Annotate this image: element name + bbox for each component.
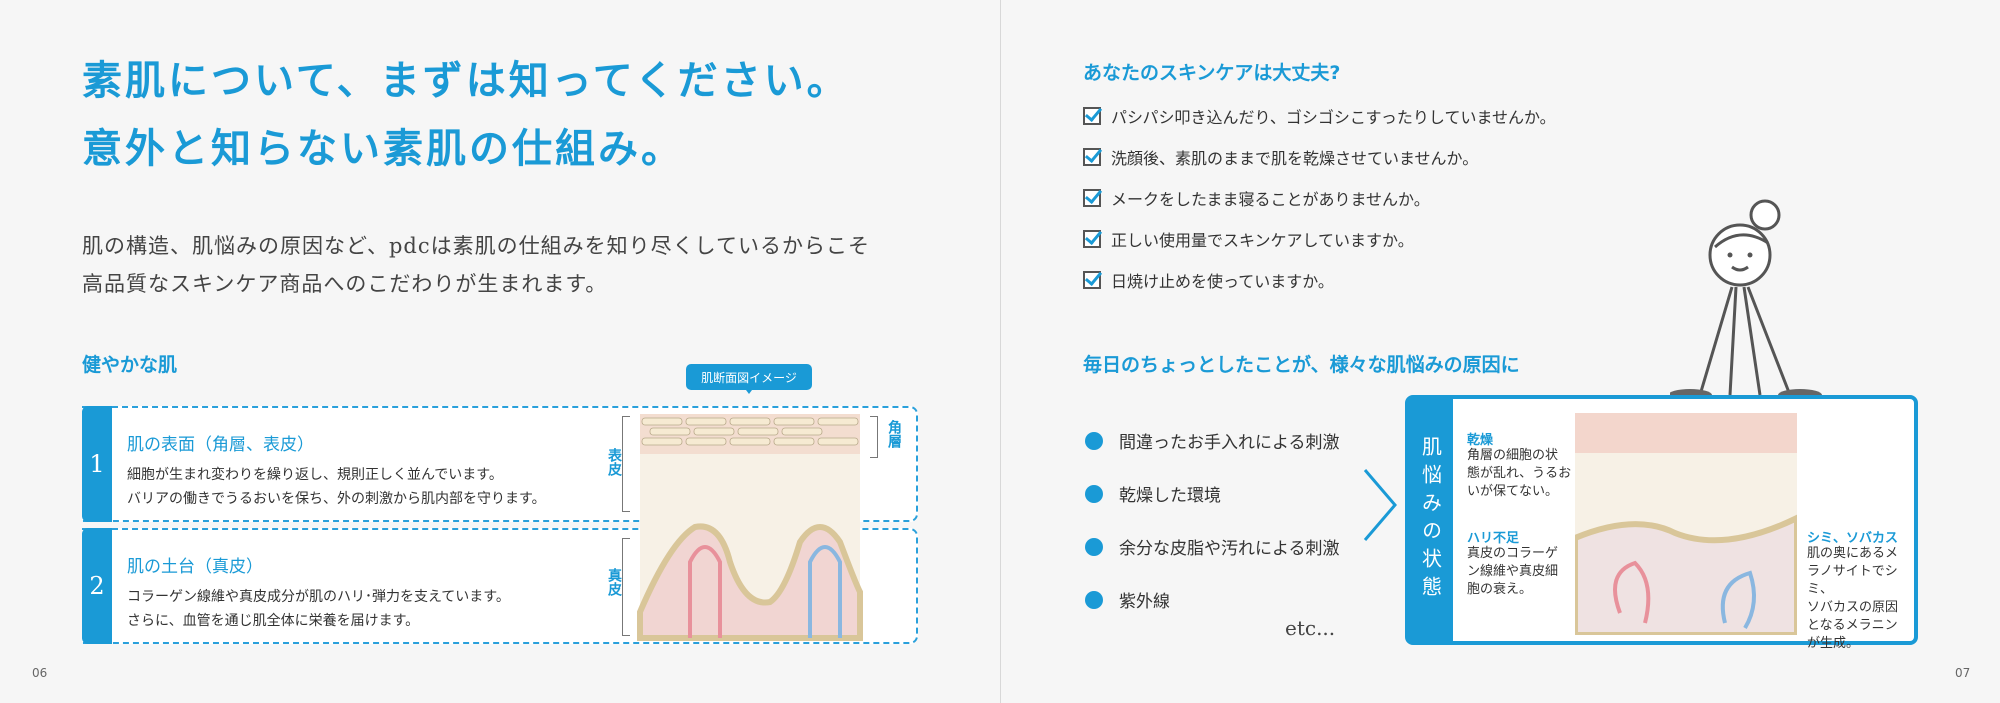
state-heading: ハリ不足	[1467, 531, 1520, 546]
problem-skin-illustration	[1575, 413, 1797, 635]
cause-item: 間違ったお手入れによる刺激	[1085, 428, 1340, 453]
page-number: 07	[1955, 666, 1971, 680]
page-title-line-1: 素肌について、まずは知ってください。	[82, 58, 850, 104]
bracket	[870, 416, 878, 458]
checklist-item: メークをしたまま寝ることがありませんか。	[1083, 186, 1430, 210]
diagram-label: 肌断面図イメージ	[686, 364, 812, 394]
checklist-item: 洗顔後、素肌のままで肌を乾燥させていませんか。	[1083, 145, 1478, 169]
state-text: 角層の細胞の状態が乱れ、うるおいが保てない。	[1467, 448, 1572, 499]
page-title-line-2: 意外と知らない素肌の仕組み。	[82, 126, 684, 172]
item-number: 1	[82, 406, 112, 522]
bullet-icon	[1085, 537, 1103, 556]
item-text: さらに、血管を通じ肌全体に栄養を届けます。	[127, 613, 420, 629]
etc-text: etc...	[1285, 616, 1336, 640]
checkbox-checked-icon	[1083, 107, 1101, 125]
character-illustration	[1670, 199, 1822, 400]
state-text: 肌の奥にあるメラノサイトでシミ、ソバカスの原因となるメラニンが生成。	[1807, 546, 1899, 651]
label-dermis: 真皮	[606, 568, 622, 596]
checklist-item: 日焼け止めを使っていますか。	[1083, 268, 1334, 292]
checkbox-checked-icon	[1083, 148, 1101, 166]
lead-line-1: 肌の構造、肌悩みの原因など、pdcは素肌の仕組みを知り尽くしているからこそ	[82, 234, 870, 258]
item-heading: 肌の土台（真皮）	[127, 557, 263, 577]
state-heading: 乾燥	[1467, 433, 1494, 448]
bullet-icon	[1085, 590, 1103, 609]
skin-problem-box: 肌悩みの状態 乾燥 角層の細胞の状態が乱れ、うるおいが保てない。 ハリ不足 真皮…	[1405, 395, 1918, 651]
label-stratum-corneum: 角層	[886, 420, 902, 448]
chevron-right-icon	[1363, 469, 1397, 541]
item-number: 2	[82, 528, 112, 644]
page-spine	[1000, 0, 1001, 703]
causes-heading: 毎日のちょっとしたことが、様々な肌悩みの原因に	[1083, 354, 1520, 376]
checklist-heading: あなたのスキンケアは大丈夫?	[1083, 62, 1341, 84]
skin-cross-section-illustration	[637, 414, 863, 641]
cause-item: 乾燥した環境	[1085, 481, 1221, 506]
lead-line-2: 高品質なスキンケア商品へのこだわりが生まれます。	[82, 272, 608, 296]
bracket	[622, 416, 630, 512]
bullet-icon	[1085, 431, 1103, 450]
bracket	[622, 538, 630, 636]
cause-item: 紫外線	[1085, 587, 1170, 612]
item-text: バリアの働きでうるおいを保ち、外の刺激から肌内部を守ります。	[127, 491, 546, 507]
cause-item: 余分な皮脂や汚れによる刺激	[1085, 534, 1340, 559]
item-heading: 肌の表面（角層、表皮）	[127, 435, 314, 455]
state-heading: シミ、ソバカス	[1807, 531, 1899, 546]
item-text: 細胞が生まれ変わりを繰り返し、規則正しく並んでいます。	[127, 467, 503, 483]
page-number: 06	[32, 666, 48, 680]
checklist-item: 正しい使用量でスキンケアしていますか。	[1083, 227, 1414, 251]
state-text: 真皮のコラーゲン線維や真皮細胞の衰え。	[1467, 546, 1559, 597]
item-text: コラーゲン線維や真皮成分が肌のハリ･弾力を支えています。	[127, 589, 510, 605]
checklist-item: パシパシ叩き込んだり、ゴシゴシこすったりしていませんか。	[1083, 104, 1556, 128]
label-epidermis: 表皮	[606, 448, 622, 476]
checkbox-checked-icon	[1083, 189, 1101, 207]
section-heading: 健やかな肌	[82, 354, 178, 376]
bullet-icon	[1085, 484, 1103, 503]
state-tab: 肌悩みの状態	[1409, 399, 1453, 641]
checkbox-checked-icon	[1083, 230, 1101, 248]
checkbox-checked-icon	[1083, 271, 1101, 289]
